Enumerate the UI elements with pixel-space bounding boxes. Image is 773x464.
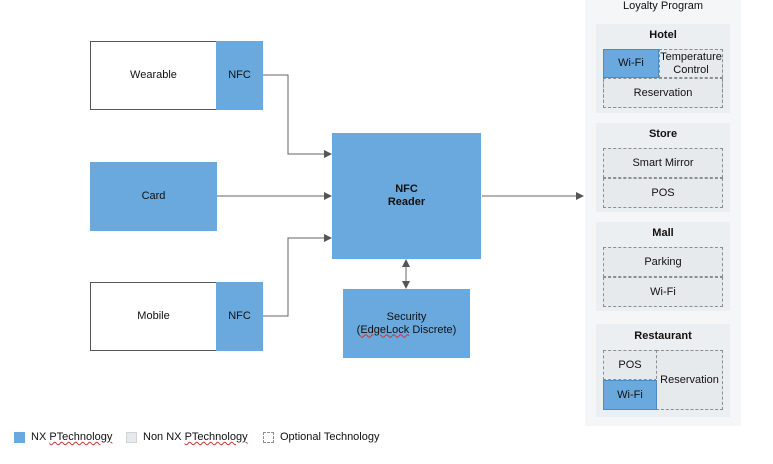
legend-nx-swatch xyxy=(14,431,25,443)
mobile-box: Mobile xyxy=(90,282,217,351)
security-line1: Security xyxy=(386,310,427,323)
nfc-reader-line1: NFC xyxy=(395,183,418,195)
mall-wifi-box: Wi-Fi xyxy=(603,277,723,307)
mall-parking-box: Parking xyxy=(603,247,723,277)
mall-parking-label: Parking xyxy=(644,255,682,268)
wearable-label: Wearable xyxy=(130,69,177,81)
mobile-nfc-box: NFC xyxy=(216,282,263,351)
card-label: Card xyxy=(141,190,166,202)
hotel-temperature-line1: Temperature xyxy=(660,50,722,63)
security-line2: (EdgeLock Discrete) xyxy=(356,323,457,336)
wearable-to-reader-line xyxy=(262,74,332,158)
hotel-reservation-box: Reservation xyxy=(603,78,723,108)
store-pos-label: POS xyxy=(651,186,675,199)
nfc-reader-line2: Reader xyxy=(387,196,426,208)
nfc-reader-box: NFC Reader xyxy=(332,133,481,259)
mobile-to-reader-line xyxy=(262,234,332,317)
legend-optional-swatch xyxy=(263,431,274,443)
restaurant-wifi-label: Wi-Fi xyxy=(617,388,643,401)
loyalty-program-title: Loyalty Program xyxy=(622,0,704,12)
store-smart-mirror-box: Smart Mirror xyxy=(603,148,723,178)
hotel-temperature-box: Temperature Control xyxy=(659,49,723,78)
hotel-wifi-box: Wi-Fi xyxy=(603,49,659,78)
restaurant-pos-label: POS xyxy=(618,358,642,371)
legend-nx-label: NX PTechnology xyxy=(31,431,113,443)
legend-non-nx-label: Non NX PTechnology xyxy=(143,431,248,443)
card-box: Card xyxy=(90,162,217,231)
mall-title: Mall xyxy=(652,227,674,239)
restaurant-reservation-label: Reservation xyxy=(660,373,719,386)
wearable-box: Wearable xyxy=(90,41,217,110)
hotel-wifi-label: Wi-Fi xyxy=(618,57,644,69)
mobile-nfc-label: NFC xyxy=(228,310,251,322)
store-pos-box: POS xyxy=(603,178,723,208)
wearable-nfc-box: NFC xyxy=(216,41,263,110)
restaurant-wifi-box: Wi-Fi xyxy=(603,380,657,410)
wearable-nfc-label: NFC xyxy=(228,69,251,81)
restaurant-title: Restaurant xyxy=(634,330,692,342)
legend-nx-technology: NX PTechnology xyxy=(14,431,112,443)
legend-optional-technology: Optional Technology xyxy=(263,431,379,443)
restaurant-pos-box: POS xyxy=(603,350,657,380)
hotel-temperature-line2: Control xyxy=(673,63,709,76)
restaurant-reservation-box: Reservation xyxy=(656,350,723,410)
hotel-reservation-label: Reservation xyxy=(633,86,693,99)
mall-wifi-label: Wi-Fi xyxy=(650,285,676,298)
store-title: Store xyxy=(648,128,678,140)
legend-non-nx-swatch xyxy=(126,431,137,443)
hotel-title: Hotel xyxy=(649,29,677,41)
security-box: Security (EdgeLock Discrete) xyxy=(343,289,470,358)
store-smart-mirror-label: Smart Mirror xyxy=(632,156,694,169)
legend-optional-label: Optional Technology xyxy=(280,431,380,443)
legend-non-nx-technology: Non NX PTechnology xyxy=(126,431,248,443)
mobile-label: Mobile xyxy=(137,310,170,322)
